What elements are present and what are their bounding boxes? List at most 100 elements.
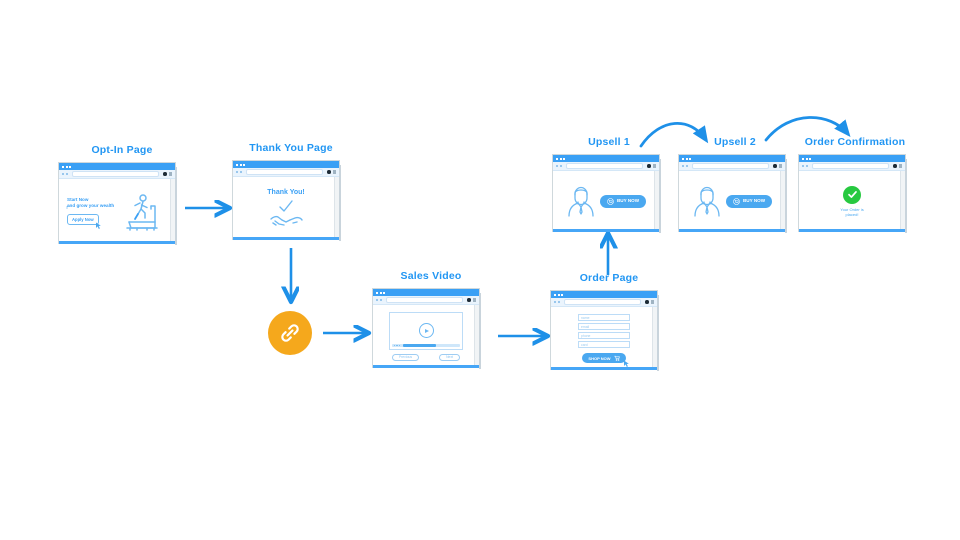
order-field-email[interactable]: email bbox=[578, 323, 630, 330]
cursor-icon bbox=[95, 222, 101, 230]
optin-browser-window[interactable]: Start Now and grow your wealth Apply Now bbox=[58, 162, 177, 245]
thankyou-browser-window[interactable]: Thank You! bbox=[232, 160, 341, 241]
back-icon[interactable] bbox=[556, 165, 558, 167]
forward-icon[interactable] bbox=[686, 165, 688, 167]
upsell-2-browser-window[interactable]: BUY NOW bbox=[678, 154, 787, 233]
address-bar[interactable] bbox=[692, 163, 769, 169]
order-field-phone[interactable]: phone bbox=[578, 332, 630, 339]
scrollbar[interactable] bbox=[780, 171, 785, 232]
green-check-circle-icon bbox=[843, 185, 861, 204]
apply-now-button[interactable]: Apply Now bbox=[67, 214, 99, 226]
titlebar bbox=[553, 155, 659, 162]
account-icon[interactable] bbox=[773, 164, 777, 168]
address-bar[interactable] bbox=[386, 297, 463, 303]
account-icon[interactable] bbox=[327, 170, 331, 174]
order-confirmation-browser-window[interactable]: Your Order is placed! bbox=[798, 154, 907, 233]
node-upsell-2: Upsell 2 bbox=[678, 136, 792, 233]
address-bar[interactable] bbox=[812, 163, 889, 169]
titlebar bbox=[679, 155, 785, 162]
account-icon[interactable] bbox=[163, 172, 167, 176]
address-bar[interactable] bbox=[246, 169, 323, 175]
node-thankyou-page: Thank You Page Thank You! bbox=[232, 142, 350, 241]
video-progress-bar[interactable] bbox=[392, 343, 460, 347]
scrollbar[interactable] bbox=[170, 179, 175, 244]
video-player[interactable] bbox=[389, 311, 463, 350]
window-shadow bbox=[785, 159, 787, 233]
progress-fill bbox=[402, 343, 436, 347]
cart-icon bbox=[613, 355, 620, 361]
back-icon[interactable] bbox=[554, 301, 556, 303]
menu-icon[interactable] bbox=[650, 300, 654, 304]
upsell-1-browser-window[interactable]: BUY NOW bbox=[552, 154, 661, 233]
buy-now-button[interactable]: BUY NOW bbox=[725, 195, 773, 208]
account-icon[interactable] bbox=[893, 164, 897, 168]
window-footer-bar bbox=[679, 229, 785, 232]
scrollbar[interactable] bbox=[654, 171, 659, 232]
menu-icon[interactable] bbox=[652, 164, 656, 168]
browser-toolbar[interactable] bbox=[551, 298, 657, 307]
next-button[interactable]: Next bbox=[439, 353, 461, 362]
forward-icon[interactable] bbox=[560, 165, 562, 167]
account-icon[interactable] bbox=[645, 300, 649, 304]
address-bar[interactable] bbox=[566, 163, 643, 169]
back-icon[interactable] bbox=[236, 171, 238, 173]
tab-square-icon bbox=[805, 157, 808, 160]
scrollbar[interactable] bbox=[334, 177, 339, 240]
sales-video-content: Previous Next bbox=[373, 305, 479, 368]
browser-toolbar[interactable] bbox=[233, 168, 339, 177]
browser-toolbar[interactable] bbox=[679, 162, 785, 171]
menu-icon[interactable] bbox=[778, 164, 782, 168]
window-footer-bar bbox=[373, 365, 479, 368]
address-bar[interactable] bbox=[72, 171, 159, 177]
tab-square-icon bbox=[682, 157, 684, 160]
sales-video-browser-window[interactable]: Previous Next bbox=[372, 288, 481, 369]
order-page-browser-window[interactable]: name email phone card SHOP NOW bbox=[550, 290, 659, 371]
browser-toolbar[interactable] bbox=[59, 170, 175, 179]
order-field-name[interactable]: name bbox=[578, 314, 630, 321]
person-avatar-icon bbox=[568, 186, 594, 217]
account-icon[interactable] bbox=[467, 298, 471, 302]
cart-icon bbox=[733, 198, 740, 205]
buy-now-button[interactable]: BUY NOW bbox=[599, 195, 647, 208]
menu-icon[interactable] bbox=[332, 170, 336, 174]
window-shadow bbox=[657, 295, 659, 371]
forward-icon[interactable] bbox=[240, 171, 242, 173]
scrollbar[interactable] bbox=[900, 171, 905, 232]
back-icon[interactable] bbox=[376, 299, 378, 301]
buy-now-label: BUY NOW bbox=[616, 198, 640, 204]
account-icon[interactable] bbox=[647, 164, 651, 168]
upsell-1-content: BUY NOW bbox=[553, 171, 659, 232]
titlebar bbox=[59, 163, 175, 170]
forward-icon[interactable] bbox=[806, 165, 808, 167]
check-mark-icon bbox=[847, 191, 857, 199]
address-bar[interactable] bbox=[564, 299, 641, 305]
link-badge[interactable] bbox=[268, 311, 312, 355]
tab-square-icon bbox=[554, 293, 556, 296]
order-field-card[interactable]: card bbox=[578, 341, 630, 348]
window-footer-bar bbox=[799, 229, 905, 232]
window-footer-bar bbox=[233, 237, 339, 240]
menu-icon[interactable] bbox=[168, 172, 172, 176]
shop-now-button[interactable]: SHOP NOW bbox=[582, 353, 626, 363]
sales-video-title: Sales Video bbox=[400, 270, 462, 282]
window-shadow bbox=[905, 159, 907, 233]
forward-icon[interactable] bbox=[380, 299, 382, 301]
back-icon[interactable] bbox=[62, 173, 64, 175]
browser-toolbar[interactable] bbox=[373, 296, 479, 305]
back-icon[interactable] bbox=[802, 165, 804, 167]
window-footer-bar bbox=[551, 367, 657, 370]
scrollbar[interactable] bbox=[474, 305, 479, 368]
shop-now-label: SHOP NOW bbox=[588, 355, 611, 361]
forward-icon[interactable] bbox=[66, 173, 68, 175]
optin-copy-block: Start Now and grow your wealth Apply Now bbox=[66, 197, 121, 230]
play-button[interactable] bbox=[418, 323, 434, 339]
forward-icon[interactable] bbox=[558, 301, 560, 303]
browser-toolbar[interactable] bbox=[799, 162, 905, 171]
menu-icon[interactable] bbox=[898, 164, 902, 168]
menu-icon[interactable] bbox=[472, 298, 476, 302]
window-shadow bbox=[659, 159, 661, 233]
browser-toolbar[interactable] bbox=[553, 162, 659, 171]
back-icon[interactable] bbox=[682, 165, 684, 167]
scrollbar[interactable] bbox=[652, 307, 657, 370]
previous-button[interactable]: Previous bbox=[391, 353, 420, 362]
